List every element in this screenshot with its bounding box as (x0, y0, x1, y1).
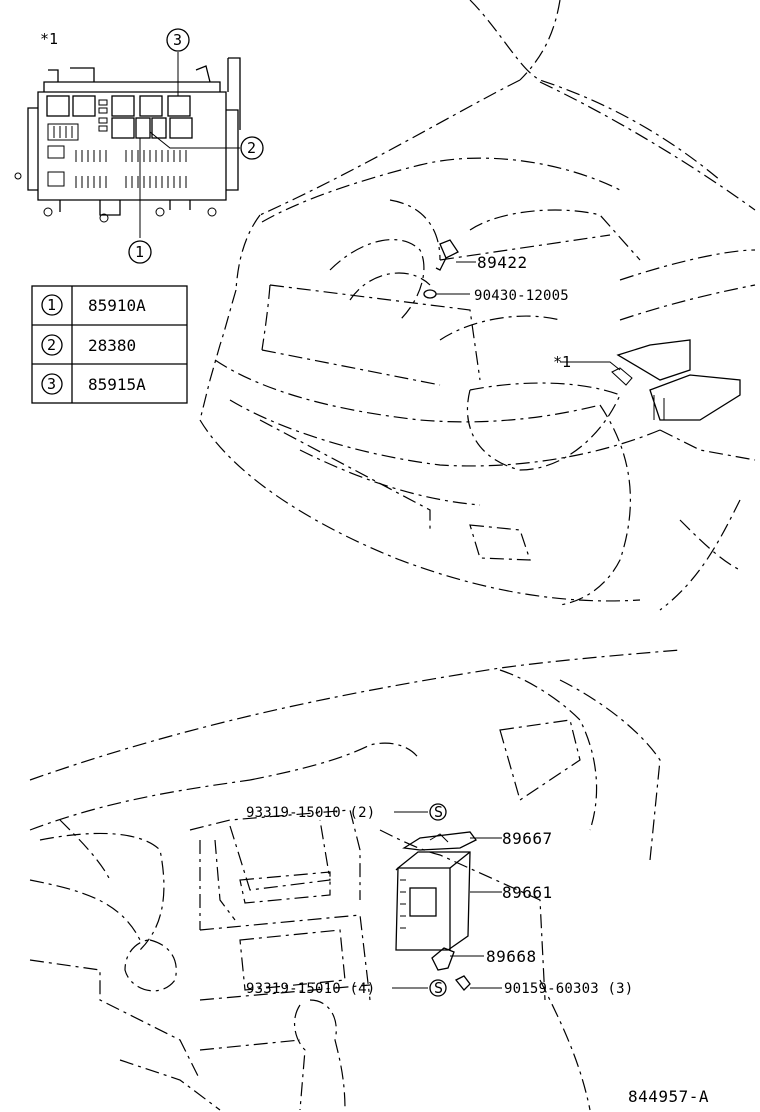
part-label-89661: 89661 (502, 883, 553, 902)
dashboard-drawing (29, 649, 681, 1111)
parts-legend-table: 1 85910A 2 28380 3 85915A (31, 285, 188, 404)
asterisk-label-top: *1 (40, 30, 58, 48)
svg-text:3: 3 (173, 31, 182, 49)
part-label-89667: 89667 (502, 829, 553, 848)
svg-text:1: 1 (135, 243, 144, 261)
svg-text:2: 2 (47, 336, 56, 354)
screw-symbol-top: S (434, 803, 443, 821)
svg-text:3: 3 (47, 375, 56, 393)
callout-3: 3 (166, 28, 190, 52)
vehicle-front-drawing (199, 0, 756, 611)
part-label-89668: 89668 (486, 947, 537, 966)
part-label-90159-60303: 90159-60303 (3) (504, 981, 633, 997)
part-label-93319-15010-top: 93319-15010 (2) (246, 805, 375, 821)
asterisk-label-engine: *1 (553, 353, 571, 371)
part-label-93319-15010-bottom: 93319-15010 (4) (246, 981, 375, 997)
svg-text:1: 1 (47, 296, 56, 314)
table-part-85910A: 85910A (88, 296, 146, 315)
svg-text:2: 2 (247, 139, 256, 157)
part-label-89422: 89422 (477, 253, 528, 272)
callout-1: 1 (128, 240, 152, 264)
callout-2: 2 (240, 136, 264, 160)
relay-block-drawing: *1 (14, 30, 241, 238)
table-part-28380: 28380 (88, 336, 136, 355)
table-part-85915A: 85915A (88, 375, 146, 394)
screw-symbol-bottom: S (434, 979, 443, 997)
part-label-90430-12005: 90430-12005 (474, 288, 569, 304)
diagram-id: 844957-A (628, 1087, 709, 1106)
